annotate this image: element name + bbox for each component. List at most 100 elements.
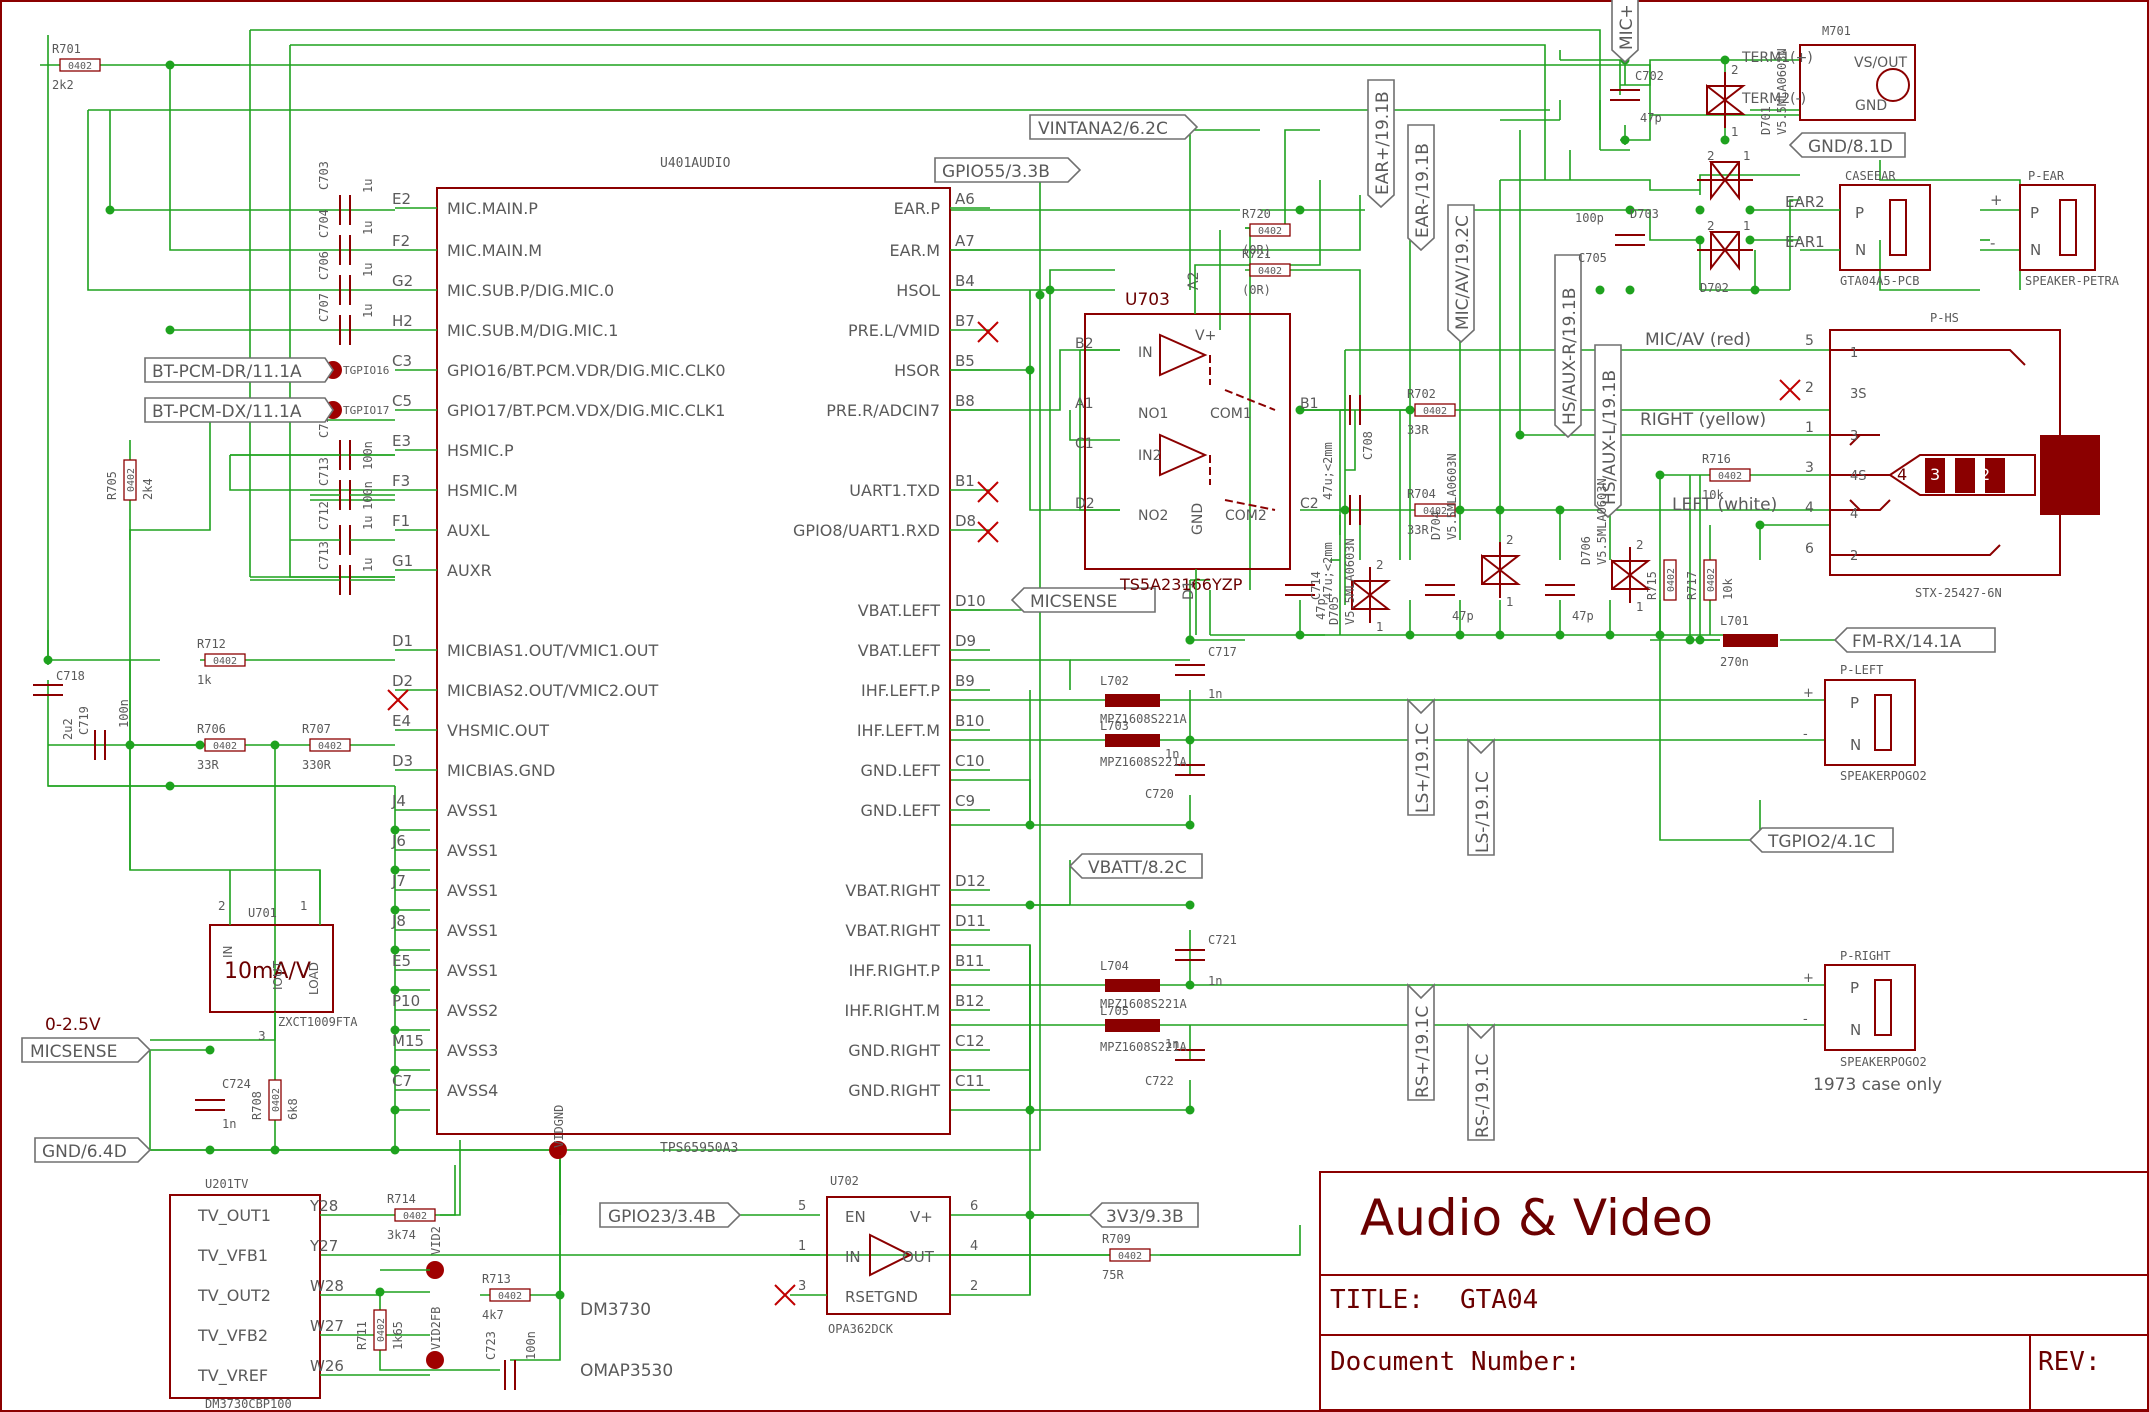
d706-name: D706 [1579, 536, 1593, 565]
u401-pin-num: D8 [955, 512, 976, 530]
r711-name: R711 [355, 1321, 369, 1350]
l701-val: 270n [1720, 655, 1749, 669]
r713-val: 4k7 [482, 1308, 504, 1322]
u401-pin-num: C3 [392, 352, 412, 370]
r702-name: R702 [1407, 387, 1436, 401]
d701-name: D701 [1759, 106, 1773, 135]
u401-pin-num: J4 [391, 792, 406, 810]
flag-ear-minus: EAR-/19.1B [1413, 143, 1433, 238]
c720-val: 1n [1165, 747, 1179, 761]
r721-name: R721 [1242, 247, 1271, 261]
u401-pin-num: A7 [955, 232, 975, 250]
u401-pin-num: J8 [391, 912, 406, 930]
d703-name: D703 [1630, 207, 1659, 221]
u401-pin-name: GND.RIGHT [848, 1081, 940, 1100]
pleft-n: N [1850, 736, 1861, 754]
c713-name: C713 [317, 457, 331, 486]
c724-val: 1n [222, 1117, 236, 1131]
u201-pin-name: TV_VREF [197, 1366, 268, 1386]
u401-pin-num: B11 [955, 952, 984, 970]
flag-gnd-8-1d: GND/8.1D [1808, 137, 1893, 157]
c707-val: 1u [361, 304, 375, 318]
flag-vintana2: VINTANA2/6.2C [1038, 119, 1168, 139]
c717-name: C717 [1208, 645, 1237, 659]
r705-val: 2k4 [141, 478, 155, 500]
r708-pkg: 0402 [271, 1088, 282, 1112]
flag-ls-plus: LS+/19.1C [1413, 723, 1433, 813]
u401-pin-num: C10 [955, 752, 985, 770]
p-hs-headset-jack: P-HS STX-25427-6N MIC/AV (red) RIGHT (ye… [1640, 311, 2100, 600]
phs-pin5: 5 [1805, 333, 1814, 349]
d705-name: D705 [1327, 596, 1341, 625]
u701-p3: 3 [258, 1029, 266, 1043]
c723-name: C723 [484, 1331, 498, 1360]
u401-pin-num: P10 [392, 992, 420, 1010]
c713-val: 100n [361, 481, 375, 510]
u702-p1: 1 [798, 1239, 806, 1254]
u401-name: U401AUDIO [660, 156, 731, 171]
c712-val: 1u [361, 516, 375, 530]
u701-iout: IOUT [271, 960, 285, 990]
u401-pin-num: E3 [392, 432, 411, 450]
u401-pin-name: GPIO8/UART1.RXD [793, 521, 940, 540]
u401-pin-name: VHSMIC.OUT [447, 721, 549, 740]
u702-en: EN [845, 1208, 866, 1226]
r708-name: R708 [250, 1091, 264, 1120]
u401-pin-num: B7 [955, 312, 975, 330]
u401-pin-num: B10 [955, 712, 984, 730]
phs-ring-1: 1 [2012, 465, 2022, 484]
u702-p3: 3 [798, 1279, 806, 1294]
r707-name: R707 [302, 722, 331, 736]
m701-name: M701 [1822, 24, 1851, 38]
r714-pkg: 0402 [403, 1211, 427, 1222]
c702-name: C702 [1635, 69, 1664, 83]
u201-pin-num: W27 [310, 1317, 344, 1335]
u401-pin-num: B4 [955, 272, 975, 290]
c719-val: 100n [117, 699, 131, 728]
flag-mic-av: MIC/AV/19.2C [1453, 215, 1473, 330]
u702-name: U702 [830, 1174, 859, 1188]
r709-pkg: 0402 [1118, 1251, 1142, 1262]
flag-fm-rx: FM-RX/14.1A [1852, 632, 1962, 652]
caseear-name: CASEEAR [1845, 169, 1896, 183]
u201-pin-num: Y27 [309, 1237, 338, 1255]
r711-pkg: 0402 [376, 1318, 387, 1342]
l704-val: MPZ1608S221A [1100, 997, 1187, 1011]
flag-rs-plus: RS+/19.1C [1413, 1006, 1433, 1098]
u701-current-monitor: U701 ZXCT1009FTA 10mA/V IN IOUT LOAD 2 1… [209, 870, 358, 1050]
c707-name: C707 [317, 293, 331, 322]
u401-pin-name: HSMIC.P [447, 441, 514, 460]
title-block: Audio & Video TITLE: GTA04 Document Numb… [1319, 1171, 2149, 1411]
caseear-device: GTA04A5-PCB [1840, 274, 1919, 288]
c703-val: 1u [361, 179, 375, 193]
u401-pin-name: VBAT.LEFT [858, 641, 941, 660]
c714-name: C714 [1309, 571, 1323, 600]
pear-minus: - [1990, 234, 1995, 252]
d701-val: V5.5MLA0603N [1775, 48, 1789, 135]
r720-pkg: 0402 [1258, 226, 1282, 237]
u201-pin-name: TV_OUT1 [197, 1206, 271, 1226]
flag-vid2fb: VID2FB [429, 1307, 443, 1350]
r716-name: R716 [1702, 452, 1731, 466]
u401-pin-name: IHF.LEFT.M [857, 721, 940, 740]
u401-pin-num: C11 [955, 1072, 985, 1090]
u401-pin-name: MIC.SUB.M/DIG.MIC.1 [447, 321, 618, 340]
l703-val: MPZ1608S221A [1100, 755, 1187, 769]
u703-no1: NO1 [1138, 406, 1168, 422]
u401-pin-name: AVSS1 [447, 841, 498, 860]
m701-vsout: VS/OUT [1854, 55, 1907, 71]
c710-val: 100n [361, 441, 375, 470]
